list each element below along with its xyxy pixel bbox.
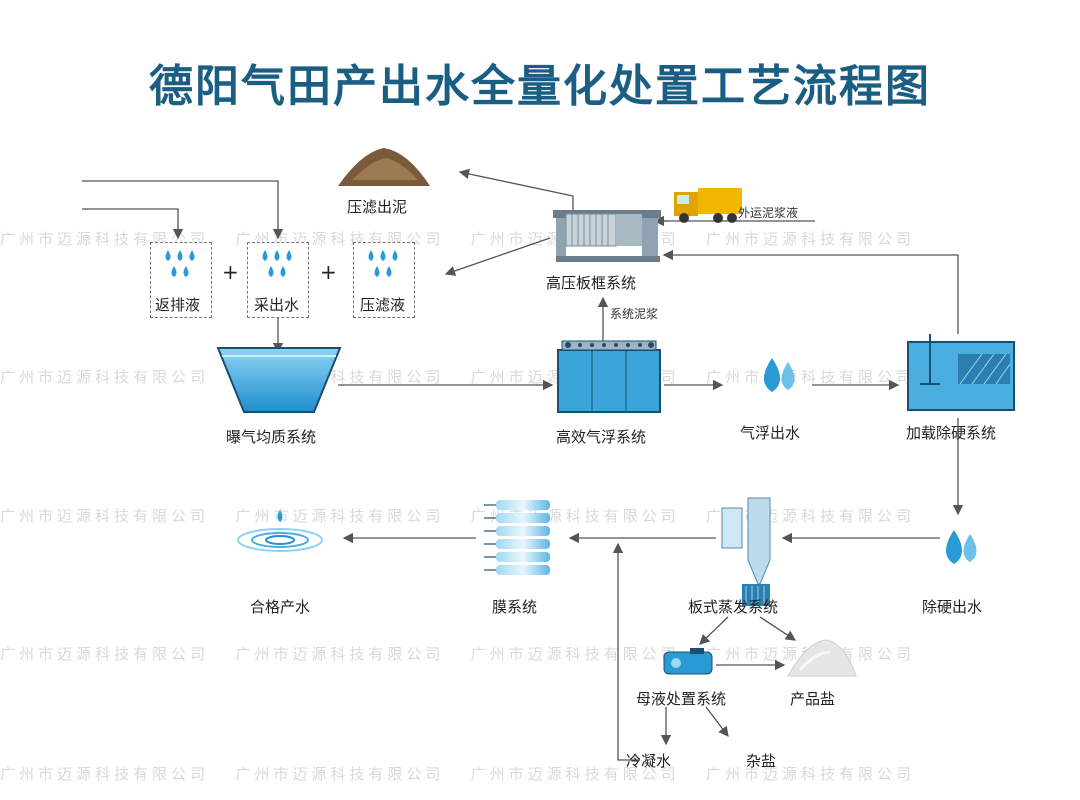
label-waiyunnijiangye: 外运泥浆液 (738, 206, 799, 220)
plus-sign: + (222, 260, 239, 284)
watermark: 广州市迈源科技有限公司 广州市迈源科技有限公司 广州市迈源科技有限公司 广州市迈… (0, 645, 911, 663)
label-chuyingchushui: 除硬出水 (922, 598, 983, 616)
label-fanpaiye: 返排液 (155, 296, 201, 314)
label-gaoyabankuang: 高压板框系统 (546, 274, 637, 292)
daf-unit-icon (557, 340, 661, 413)
label-qifuchushui: 气浮出水 (740, 424, 801, 442)
plus-sign: + (320, 260, 337, 284)
water-drops-icon (368, 250, 398, 277)
filter-press-icon (553, 210, 661, 262)
softening-tank-icon (907, 334, 1015, 411)
water-drops-icon (262, 250, 292, 277)
label-yalvye: 压滤液 (360, 296, 406, 314)
label-xitongnijiang: 系统泥浆 (610, 307, 659, 321)
label-caichushui: 采出水 (254, 296, 300, 314)
evaporator-icon (721, 497, 771, 606)
diagram-title: 德阳气田产出水全量化处置工艺流程图 (149, 61, 931, 112)
water-drop-icon (946, 530, 977, 564)
label-baoqijunzhi: 曝气均质系统 (226, 428, 317, 446)
label-zayan: 杂盐 (746, 752, 777, 770)
label-muyechuzhi: 母液处置系统 (636, 690, 727, 708)
mother-liquor-unit-icon (663, 648, 713, 675)
label-yalvchuni: 压滤出泥 (347, 198, 408, 216)
membrane-icon (484, 500, 550, 575)
water-ripple-icon (237, 510, 323, 552)
label-jiazaichuying: 加载除硬系统 (906, 424, 997, 442)
label-chanpinyan: 产品盐 (790, 690, 836, 708)
truck-icon (674, 188, 742, 223)
salt-pile-icon (787, 639, 857, 677)
watermark: 广州市迈源科技有限公司 广州市迈源科技有限公司 广州市迈源科技有限公司 广州市迈… (0, 765, 915, 783)
water-drops-icon (165, 250, 195, 277)
mud-pile-icon (338, 148, 430, 186)
label-moxitong: 膜系统 (492, 598, 538, 616)
label-lengningshui: 冷凝水 (626, 752, 672, 770)
aeration-tank-icon (216, 347, 342, 413)
water-drop-icon (764, 358, 795, 392)
label-hegechanshui: 合格产水 (250, 598, 311, 616)
label-banshizhengfa: 板式蒸发系统 (688, 598, 779, 616)
label-gaoxiaoqifu: 高效气浮系统 (556, 428, 647, 446)
